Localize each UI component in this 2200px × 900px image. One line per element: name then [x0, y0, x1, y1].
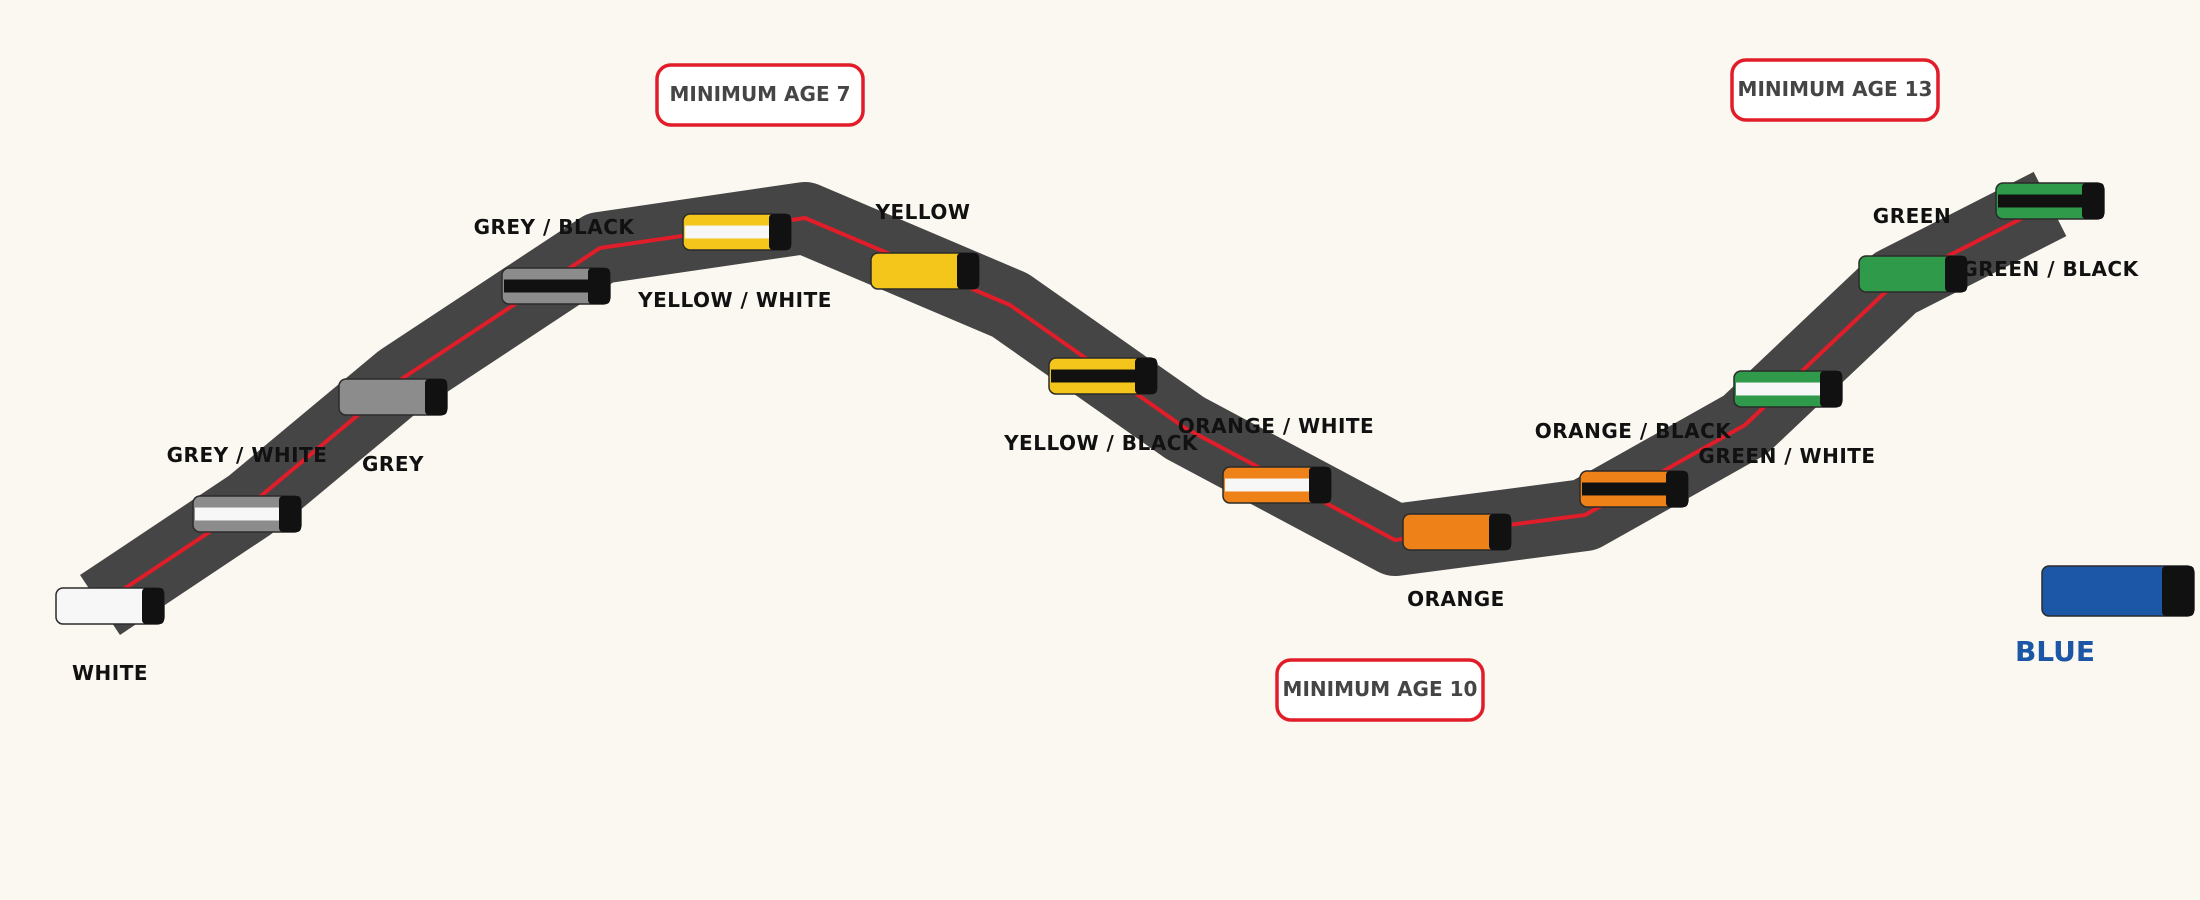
belt-blue [2041, 565, 2195, 617]
belt-white [55, 587, 165, 625]
milestone-age-10: MINIMUM AGE 10 [1275, 658, 1485, 722]
belt-white-tip [142, 588, 164, 624]
belt-label-grey: GREY [362, 452, 424, 476]
belt-green-white [1733, 370, 1843, 408]
belt-label-orange-white: ORANGE / WHITE [1178, 414, 1374, 438]
belt-yellow-black [1048, 357, 1158, 395]
milestone-age-13-text: MINIMUM AGE 13 [1738, 77, 1933, 101]
belt-green-black [1995, 182, 2105, 220]
belt-label-grey-white: GREY / WHITE [167, 443, 328, 467]
belt-orange-white-tip [1309, 467, 1331, 503]
belt-label-green: GREEN [1873, 204, 1951, 228]
belt-grey-tip [425, 379, 447, 415]
belt-green-tip [1945, 256, 1967, 292]
belt-label-yellow-black: YELLOW / BLACK [1003, 431, 1199, 455]
belt-green-white-tip [1820, 371, 1842, 407]
belt-orange-black-tip [1666, 471, 1688, 507]
belt-yellow-tip [957, 253, 979, 289]
belt-grey-black-tip [588, 268, 610, 304]
belt-orange-tip [1489, 514, 1511, 550]
belt-blue-tip [2162, 566, 2194, 616]
belt-label-orange-black: ORANGE / BLACK [1535, 419, 1733, 443]
belt-label-yellow: YELLOW [875, 200, 971, 224]
belt-label-blue: BLUE [2015, 635, 2095, 668]
belt-grey-white-tip [279, 496, 301, 532]
belt-green-white-stripe [1736, 382, 1820, 396]
belt-orange-black-stripe [1582, 482, 1666, 496]
belt-label-green-white: GREEN / WHITE [1698, 444, 1875, 468]
belt-orange [1402, 513, 1512, 551]
belt-orange-white-stripe [1225, 478, 1309, 492]
belt-yellow-white [682, 213, 792, 251]
belt-grey-black [501, 267, 611, 305]
belt-label-orange: ORANGE [1407, 587, 1505, 611]
belt-yellow-white-stripe [685, 225, 769, 239]
belt-yellow [870, 252, 980, 290]
belt-grey-black-stripe [504, 279, 588, 293]
belt-green [1858, 255, 1968, 293]
milestone-age-13: MINIMUM AGE 13 [1730, 58, 1940, 122]
belt-grey [338, 378, 448, 416]
belt-green-black-tip [2082, 183, 2104, 219]
milestone-age-7: MINIMUM AGE 7 [655, 63, 865, 127]
belt-yellow-black-stripe [1051, 369, 1135, 383]
belt-label-green-black: GREEN / BLACK [1961, 257, 2139, 281]
belt-label-white: WHITE [72, 661, 148, 685]
belt-orange-black [1579, 470, 1689, 508]
belt-label-grey-black: GREY / BLACK [474, 215, 636, 239]
belt-yellow-black-tip [1135, 358, 1157, 394]
belt-yellow-white-tip [769, 214, 791, 250]
milestone-age-7-text: MINIMUM AGE 7 [670, 82, 851, 106]
milestone-age-10-text: MINIMUM AGE 10 [1283, 677, 1478, 701]
belt-label-yellow-white: YELLOW / WHITE [637, 288, 832, 312]
belt-green-black-stripe [1998, 194, 2082, 208]
belt-grey-white [192, 495, 302, 533]
belt-grey-white-stripe [195, 507, 279, 521]
belt-orange-white [1222, 466, 1332, 504]
